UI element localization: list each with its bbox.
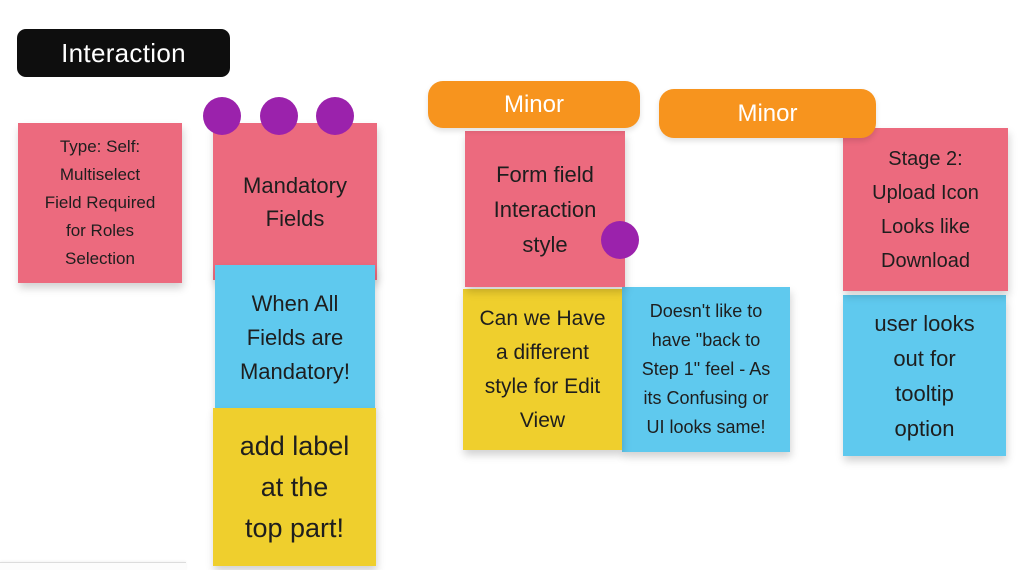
sticky-note-doesnt-like[interactable]: Doesn't like to have "back to Step 1" fe… [622,287,790,452]
interaction-category-label[interactable]: Interaction [17,29,230,77]
sticky-note-text: Type: Self: Multiselect Field Required f… [44,137,156,268]
sticky-note-text: Doesn't like to have "back to Step 1" fe… [641,301,771,437]
sticky-note-tooltip-option[interactable]: user looks out for tooltip option [843,295,1006,456]
sticky-note-when-all-fields[interactable]: When All Fields are Mandatory! [215,265,375,410]
tag-minor-1-text: Minor [503,90,564,118]
tag-minor-1[interactable]: Minor [428,81,640,128]
sticky-note-text: Can we Have a different style for Edit V… [479,306,606,432]
sticky-note-partial-bottom[interactable] [0,562,186,570]
sticky-note-form-field-interaction[interactable]: Form field Interaction style [465,131,625,287]
sticky-note-text: user looks out for tooltip option [874,310,975,441]
purple-dot-single[interactable] [601,221,639,259]
tag-minor-2-text: Minor [737,99,798,127]
sticky-note-mandatory-fields[interactable]: Mandatory Fields [213,123,377,280]
purple-dot-2[interactable] [260,97,298,135]
sticky-note-add-label[interactable]: add label at the top part! [213,408,376,566]
sticky-note-can-we-have[interactable]: Can we Have a different style for Edit V… [463,289,622,450]
sticky-note-text: Form field Interaction style [493,161,597,257]
tag-minor-2[interactable]: Minor [659,89,876,138]
sticky-note-text: add label at the top part! [239,430,350,543]
sticky-note-text: Mandatory Fields [243,172,347,231]
sticky-note-text: Stage 2: Upload Icon Looks like Download [872,147,979,272]
sticky-note-text: When All Fields are Mandatory! [239,290,351,384]
interaction-category-label-text: Interaction [61,37,186,68]
sticky-note-stage-2-upload-icon[interactable]: Stage 2: Upload Icon Looks like Download [843,128,1008,291]
purple-dot-3[interactable] [316,97,354,135]
purple-dot-1[interactable] [203,97,241,135]
sticky-note-type-self[interactable]: Type: Self: Multiselect Field Required f… [18,123,182,283]
